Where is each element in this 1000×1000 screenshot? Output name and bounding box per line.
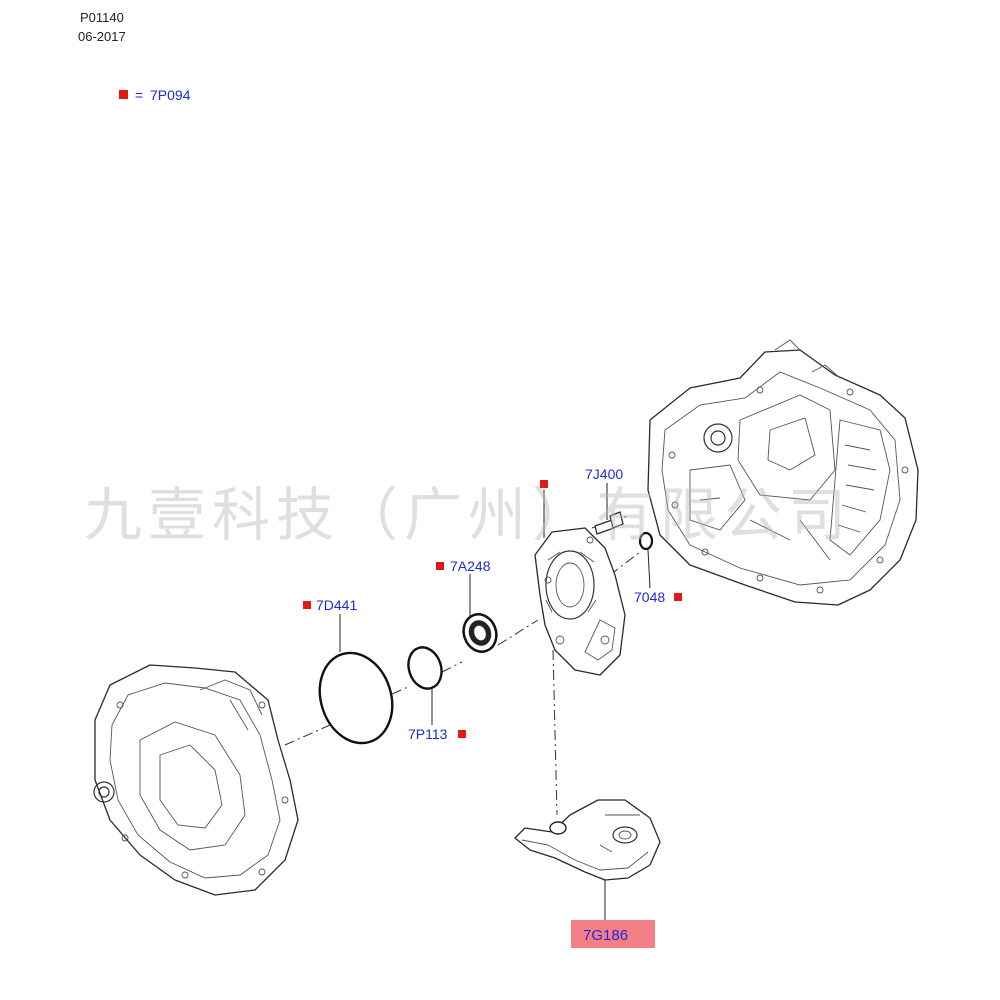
callout-7p113: 7P113 (408, 726, 448, 742)
leader-7048 (647, 549, 651, 589)
o-ring-7p113 (407, 646, 443, 690)
legend-code: 7P094 (150, 87, 191, 103)
filter-axis-line (552, 649, 558, 816)
callout-marker-icon (674, 593, 682, 601)
illustration-date: 06-2017 (78, 29, 126, 44)
legend: = 7P094 (119, 87, 191, 103)
callout-7a248: 7A248 (450, 558, 491, 574)
o-ring-7d441 (318, 651, 394, 745)
bolt-7j400 (594, 511, 624, 535)
legend-marker-icon (119, 90, 128, 99)
callout-7048: 7048 (634, 589, 665, 605)
callout-marker-icon (458, 730, 466, 738)
filter-7g186 (514, 799, 661, 881)
callout-marker-icon (303, 601, 311, 609)
illustration-number: P01140 (80, 10, 124, 25)
seal-7a248 (462, 613, 498, 653)
converter-housing (93, 664, 299, 896)
callout-highlight-box (571, 920, 655, 948)
legend-equals: = (135, 87, 143, 103)
callout-7d441: 7D441 (316, 597, 357, 613)
callout-marker-icon (540, 480, 548, 488)
watermark-text: 九壹科技（广州）有限公司 (84, 481, 852, 549)
transmission-case (647, 339, 919, 606)
callout-marker-icon (436, 562, 444, 570)
callout-7j400: 7J400 (585, 466, 623, 482)
assembly-axis-line (284, 551, 641, 746)
oil-pump-body (534, 527, 626, 676)
callout-7g186: 7G186 (583, 927, 628, 944)
washer-7048 (638, 531, 654, 551)
